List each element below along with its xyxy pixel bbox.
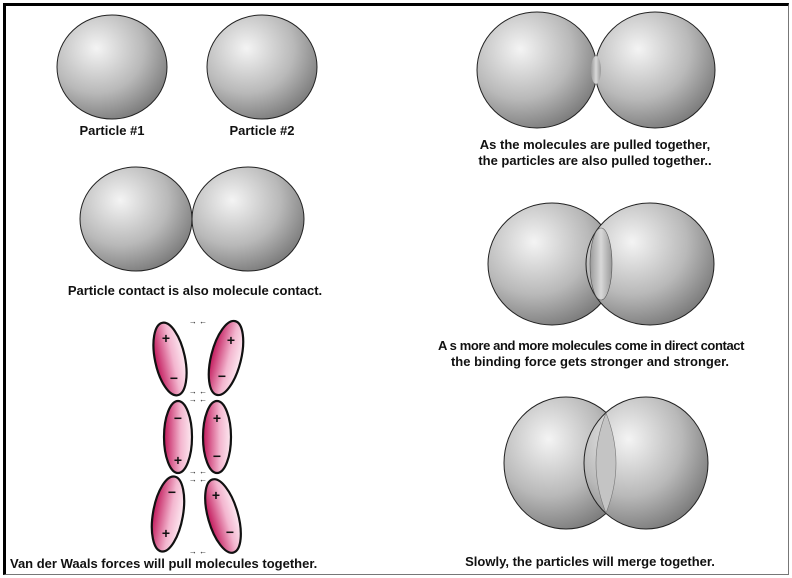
van-der-waals-molecules: + − + − − + + − − + + − → ← → ← → ← → ← … xyxy=(147,317,250,557)
particle-2-label: Particle #2 xyxy=(212,123,312,139)
attraction-arrows: → ← xyxy=(189,395,207,404)
molecule xyxy=(198,475,248,556)
particles-binding-stronger xyxy=(488,203,714,325)
charge-minus: − xyxy=(174,410,182,426)
particle-1-label: Particle #1 xyxy=(62,123,162,139)
charge-minus: − xyxy=(226,524,234,540)
van-der-waals-caption: Van der Waals forces will pull molecules… xyxy=(10,556,400,572)
particle-2 xyxy=(207,15,317,119)
pulled-caption-line-1: As the molecules are pulled together, xyxy=(440,137,750,153)
attraction-arrows: → ← xyxy=(189,475,207,484)
particles-in-contact xyxy=(80,167,304,271)
stronger-caption-line-1: A s more and more molecules come in dire… xyxy=(394,338,788,354)
particles-pulled-together xyxy=(477,12,715,128)
contact-caption: Particle contact is also molecule contac… xyxy=(30,283,360,299)
merge-caption: Slowly, the particles will merge togethe… xyxy=(430,554,750,570)
attraction-arrows: → ← xyxy=(189,317,207,326)
particles-merged xyxy=(504,397,708,529)
charge-plus: + xyxy=(162,330,170,346)
charge-plus: + xyxy=(174,452,182,468)
charge-plus: + xyxy=(227,332,235,348)
charge-minus: − xyxy=(213,448,221,464)
charge-plus: + xyxy=(212,487,220,503)
charge-plus: + xyxy=(162,525,170,541)
particle-1 xyxy=(57,15,167,119)
pulled-caption-line-2: the particles are also pulled together.. xyxy=(440,153,750,169)
attraction-arrows: → ← xyxy=(189,547,207,556)
charge-plus: + xyxy=(213,410,221,426)
charge-minus: − xyxy=(218,368,226,384)
charge-minus: − xyxy=(170,370,178,386)
stronger-caption-line-2: the binding force gets stronger and stro… xyxy=(400,354,780,370)
molecule xyxy=(202,317,249,398)
charge-minus: − xyxy=(168,484,176,500)
